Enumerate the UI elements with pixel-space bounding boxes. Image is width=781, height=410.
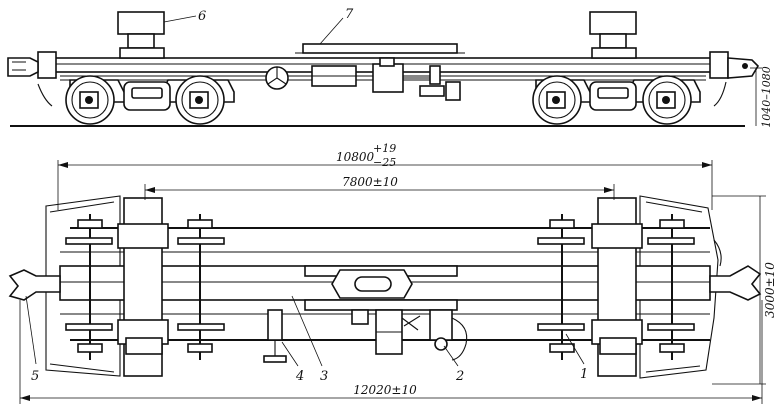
callout-4: 4 — [295, 369, 304, 384]
side-elevation — [7, 11, 760, 127]
hand-brake-wheel — [265, 66, 289, 90]
dim-bogie-spacing: 7800±10 — [342, 175, 398, 189]
plan-view: 3000±10 — [8, 195, 777, 385]
plan-brake-gear — [263, 309, 468, 363]
left-bogie-plan — [65, 197, 225, 377]
dim-overall-width: 3000±10 — [763, 262, 777, 318]
dim-overall-length: 12020±10 — [353, 383, 417, 397]
plan-left-coupler — [8, 269, 61, 301]
left-end-sill — [37, 51, 57, 79]
callout-3: 3 — [320, 369, 328, 384]
plan-right-coupler — [709, 265, 762, 301]
callout-2: 2 — [455, 369, 464, 384]
callout-6: 6 — [198, 9, 206, 24]
dim-coupler-height: 1040–1080 — [760, 66, 773, 128]
left-end-cage — [45, 195, 121, 377]
callout-1: 1 — [580, 367, 588, 382]
right-bogie-side — [532, 75, 701, 125]
dim-frame-length-base: 10800 — [336, 150, 375, 164]
dim-frame-length-tol-upper: +19 — [373, 142, 396, 155]
callout-5: 5 — [31, 369, 39, 384]
overall-length-dimension: 12020±10 — [19, 300, 763, 404]
right-end-sill — [709, 51, 729, 79]
left-bogie-side — [65, 75, 235, 125]
brake-equipment-side — [311, 57, 461, 101]
callouts: 6 7 1 2 3 4 5 — [25, 7, 588, 384]
side-center-plate — [302, 43, 458, 54]
right-twistlock-post — [589, 11, 637, 59]
left-coupler — [7, 57, 39, 77]
right-bogie-plan — [537, 197, 695, 377]
callout-7: 7 — [345, 7, 354, 22]
dim-frame-length-tol-lower: −25 — [373, 156, 396, 169]
height-dimension: 1040–1080 — [750, 66, 773, 128]
right-end-cage — [639, 195, 719, 379]
width-dimension: 3000±10 — [712, 195, 777, 385]
left-twistlock-post — [117, 11, 165, 59]
bogie-spacing-dimension: 7800±10 — [144, 175, 615, 200]
frame-length-dimension: 10800 +19 −25 — [57, 142, 713, 210]
